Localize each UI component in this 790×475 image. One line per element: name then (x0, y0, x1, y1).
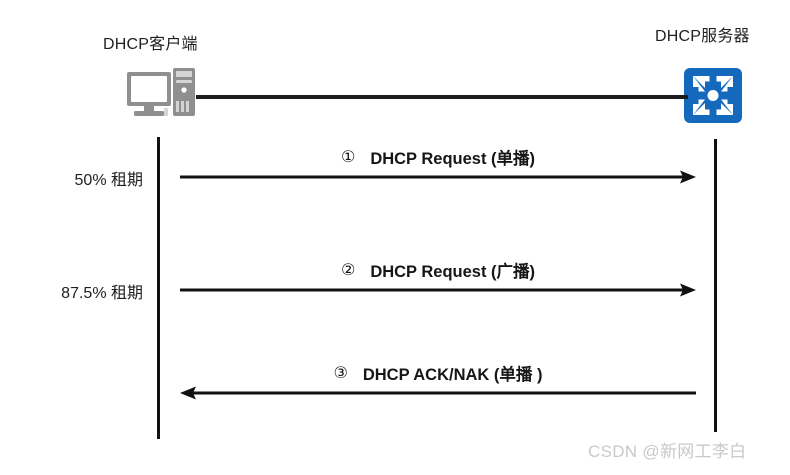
message-2-arrow-right (180, 283, 696, 297)
lease-time-label-87-5: 87.5% 租期 (61, 285, 143, 302)
message-2-text: ② DHCP Request (广播) (180, 255, 696, 285)
message-2-label: DHCP Request (广播) (370, 263, 536, 281)
network-router-icon (684, 68, 742, 123)
csdn-watermark: CSDN @新网工李白 (588, 442, 747, 461)
message-1-arrow-right (180, 170, 696, 184)
message-1-text: ① DHCP Request (单播) (180, 142, 696, 172)
message-3-index: ③ (333, 365, 348, 382)
device-link-line (196, 95, 688, 99)
message-3-label: DHCP ACK/NAK (单播 ) (362, 366, 543, 384)
message-3-text: ③ DHCP ACK/NAK (单播 ) (180, 358, 696, 388)
message-row-3: ③ DHCP ACK/NAK (单播 ) (180, 358, 696, 404)
message-row-1: ① DHCP Request (单播) (180, 142, 696, 188)
message-3-arrow-left (180, 386, 696, 400)
client-actor-label: DHCP客户端 (103, 36, 198, 53)
desktop-computer-icon (126, 68, 198, 126)
client-lifeline (157, 137, 160, 439)
lease-time-label-50: 50% 租期 (74, 172, 143, 189)
message-1-index: ① (340, 149, 356, 166)
message-1-label: DHCP Request (单播) (370, 150, 536, 168)
message-2-index: ② (340, 262, 356, 279)
message-row-2: ② DHCP Request (广播) (180, 255, 696, 301)
server-lifeline (714, 139, 717, 432)
server-actor-label: DHCP服务器 (655, 28, 750, 45)
